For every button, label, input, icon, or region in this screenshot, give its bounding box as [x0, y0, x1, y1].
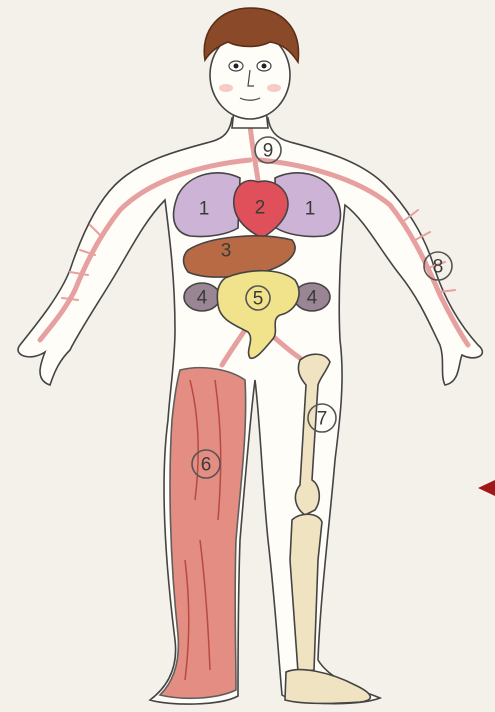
head	[204, 8, 298, 128]
label-left-kidney: 4	[197, 288, 208, 309]
label-right-lung: 1	[305, 199, 316, 220]
arrow-left-icon	[478, 480, 495, 496]
label-heart: 2	[255, 198, 266, 219]
label-arm-vessels: 8	[433, 257, 444, 278]
label-right-kidney: 4	[307, 288, 318, 309]
label-left-lung: 1	[199, 199, 210, 220]
leg-muscles	[160, 368, 246, 699]
label-neck-vessel: 9	[263, 141, 274, 162]
label-intestines: 5	[253, 289, 264, 310]
label-skeleton: 7	[317, 409, 328, 430]
label-muscles: 6	[201, 455, 212, 476]
label-liver: 3	[221, 241, 232, 262]
